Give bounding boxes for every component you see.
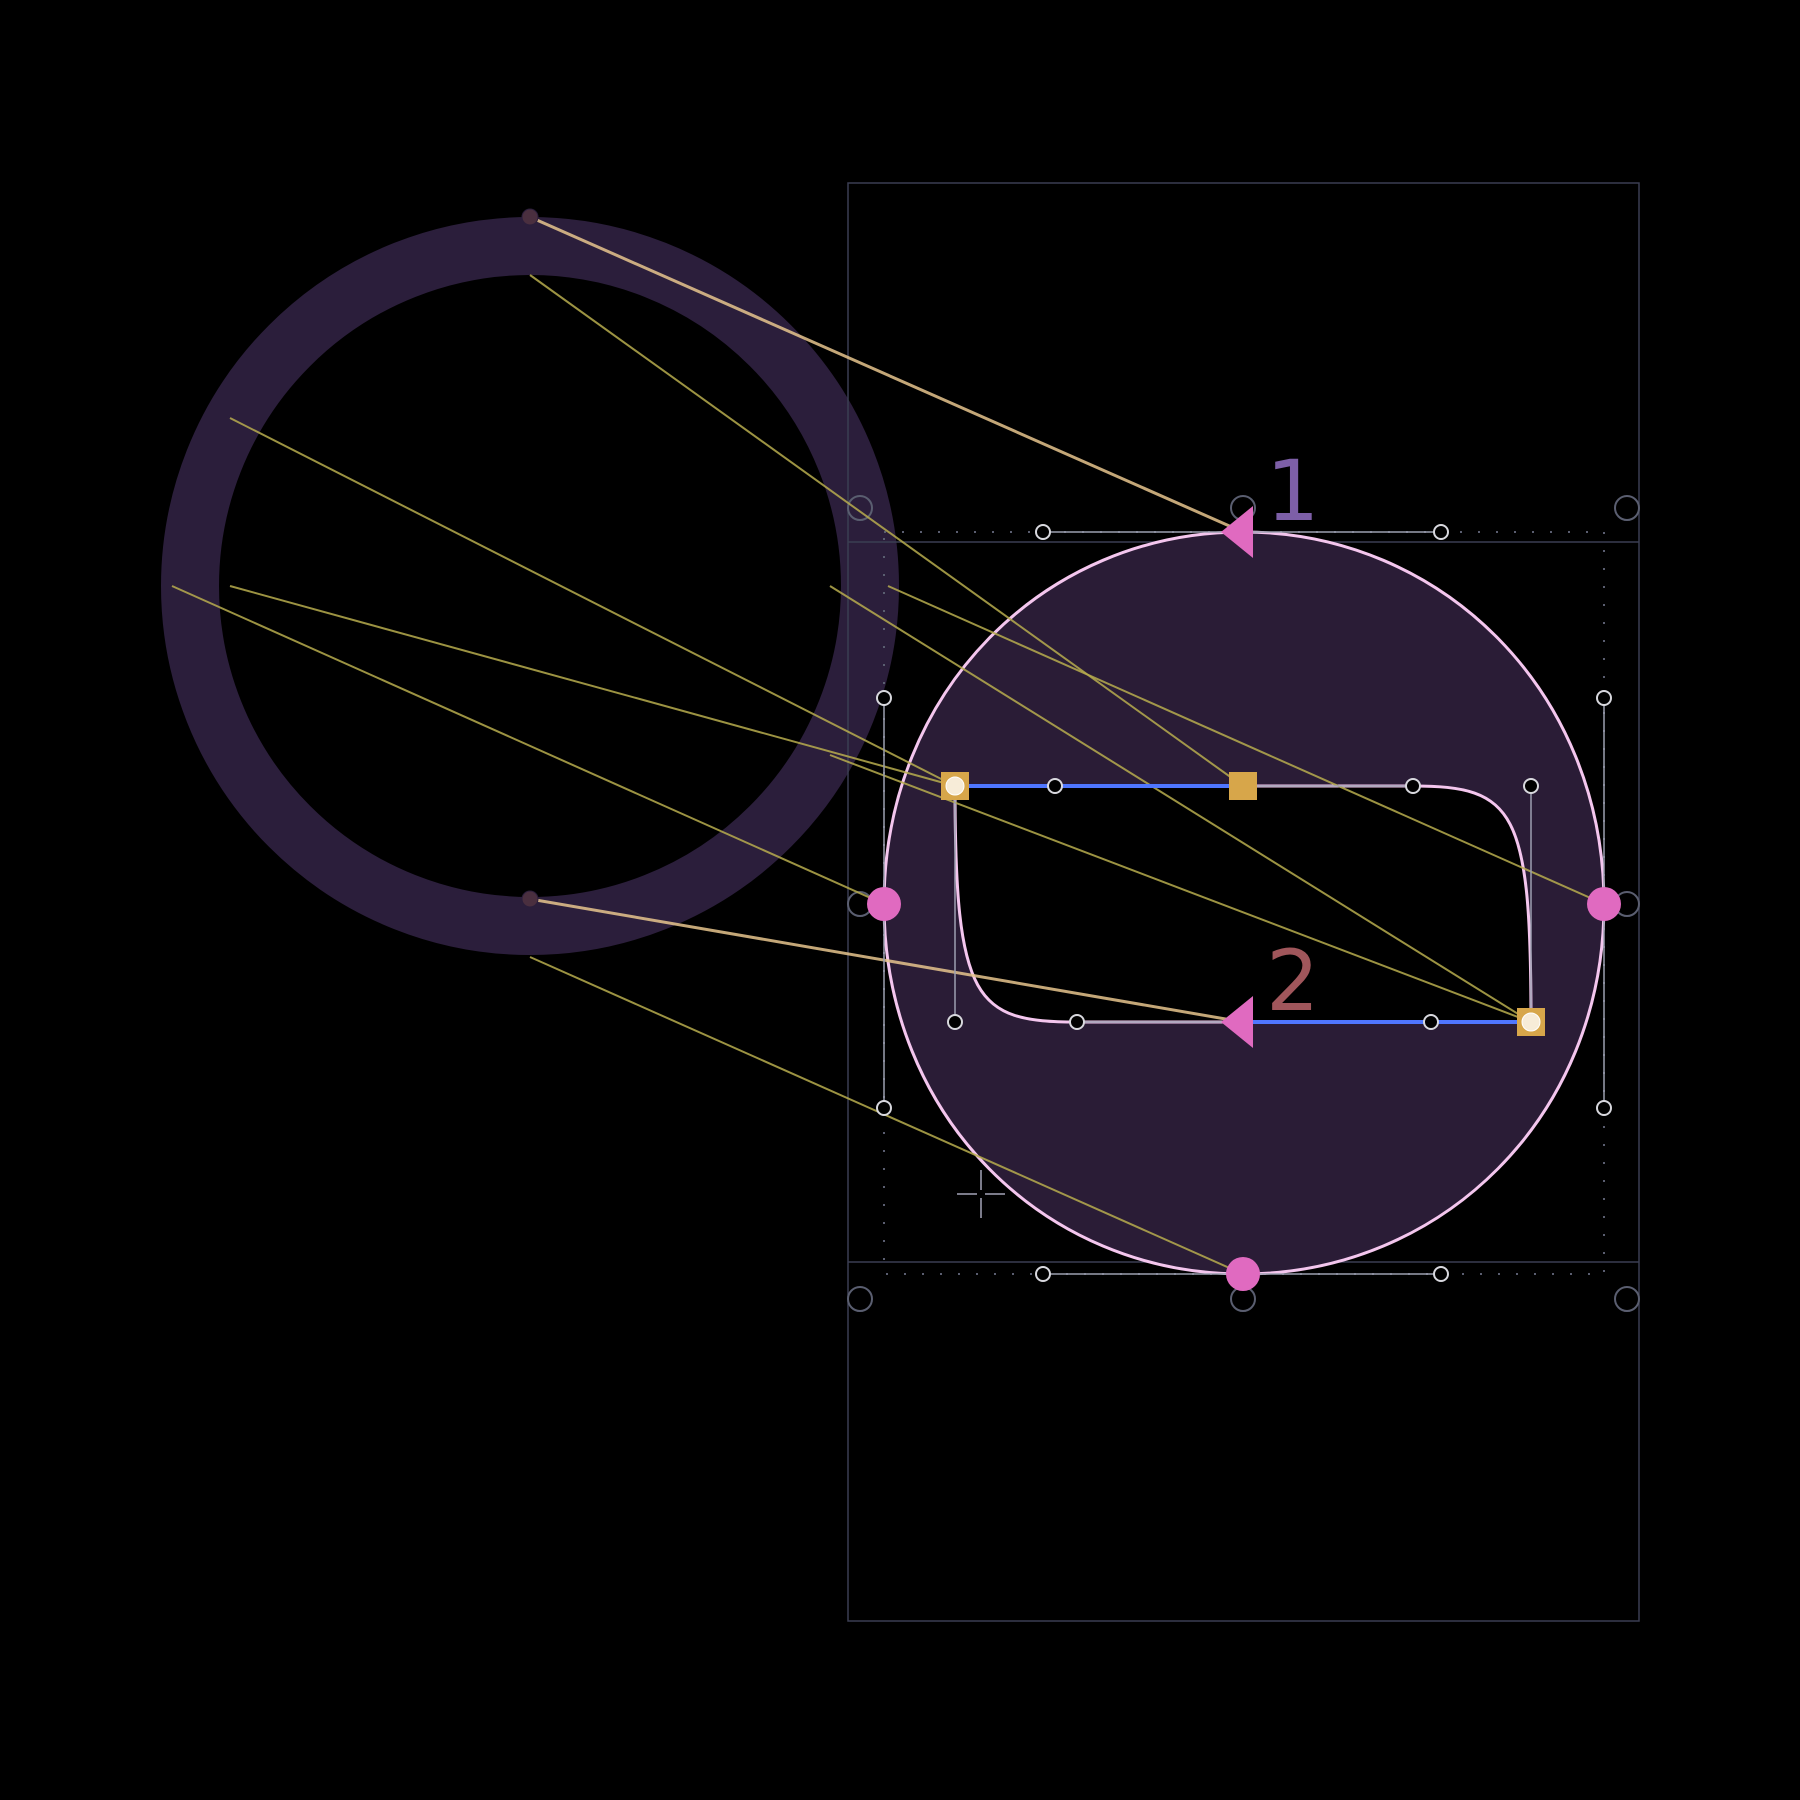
off-curve-point[interactable]: [1047, 778, 1063, 794]
selected-node-core: [1521, 1012, 1541, 1032]
contour-label-1: 1: [1266, 442, 1319, 540]
start-point-arrow-icon[interactable]: [1221, 996, 1253, 1048]
line-segments: [955, 784, 1531, 1024]
frame-corner-circle[interactable]: [1614, 1286, 1640, 1312]
off-curve-point[interactable]: [876, 1100, 892, 1116]
off-curve-point[interactable]: [1433, 1266, 1449, 1282]
start-point-arrow-icon[interactable]: [1221, 506, 1253, 558]
off-curve-point[interactable]: [1035, 524, 1051, 540]
reference-ring-node[interactable]: [521, 890, 539, 908]
guide-line: [229, 585, 956, 787]
off-curve-point[interactable]: [1596, 690, 1612, 706]
off-curve-point[interactable]: [1035, 1266, 1051, 1282]
on-curve-node[interactable]: [1587, 887, 1621, 921]
off-curve-point[interactable]: [1523, 778, 1539, 794]
metrics-frame: [847, 182, 1640, 1622]
guide-line: [529, 215, 1244, 534]
frame-corner-circle[interactable]: [1614, 495, 1640, 521]
reference-ring: [161, 217, 899, 955]
reference-ring-stroke: [161, 217, 899, 955]
guide-line: [529, 897, 1244, 1024]
guide-line: [229, 417, 956, 787]
guide-line: [171, 585, 885, 905]
reference-ring-node[interactable]: [521, 208, 539, 226]
off-curve-point[interactable]: [1069, 1014, 1085, 1030]
selected-node-core: [945, 776, 965, 796]
contour-label-2: 2: [1266, 932, 1319, 1030]
glyph-fill: [884, 532, 1604, 1274]
off-curve-point[interactable]: [1405, 778, 1421, 794]
corner-node[interactable]: [1229, 772, 1257, 800]
guide-line: [529, 274, 1244, 787]
handle-points[interactable]: [876, 524, 1612, 1282]
on-curve-node[interactable]: [1226, 1257, 1260, 1291]
frame-corner-circle[interactable]: [847, 495, 873, 521]
off-curve-point[interactable]: [876, 690, 892, 706]
start-point-arrows[interactable]: [1221, 506, 1253, 1048]
frame-corner-circle[interactable]: [847, 1286, 873, 1312]
off-curve-point[interactable]: [1596, 1100, 1612, 1116]
off-curve-point[interactable]: [947, 1014, 963, 1030]
guide-line: [887, 585, 1605, 905]
off-curve-point[interactable]: [1423, 1014, 1439, 1030]
glyph-bounding-frame: [847, 182, 1640, 1622]
off-curve-point[interactable]: [1433, 524, 1449, 540]
crosshair-icon: [957, 1170, 1005, 1218]
guide-line: [829, 585, 1532, 1023]
on-curve-nodes[interactable]: [521, 208, 1621, 1291]
on-curve-node[interactable]: [867, 887, 901, 921]
